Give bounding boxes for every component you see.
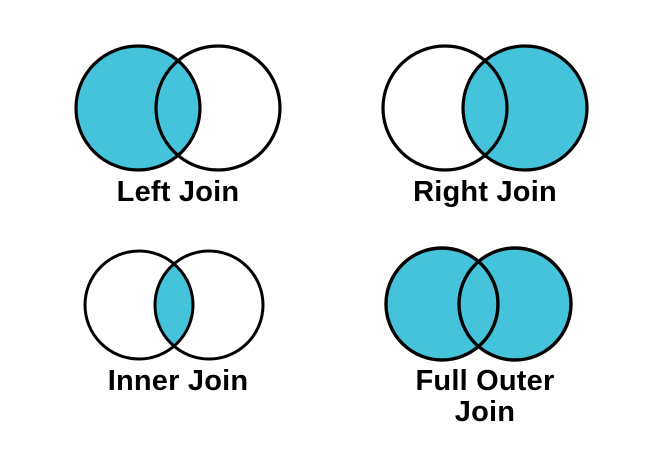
intersection-fill (156, 46, 200, 170)
intersection-fill (463, 46, 507, 170)
left-circle-outline (384, 246, 500, 362)
venn-full-outer-join-svg (384, 246, 573, 362)
right-circle-outline (154, 44, 282, 172)
diagram-inner-join-label: Inner Join (107, 365, 249, 397)
venn-right-join-svg (381, 44, 589, 172)
diagram-inner-join: Inner Join (48, 242, 308, 427)
right-circle-outline (457, 246, 573, 362)
venn-full-outer-join (383, 245, 583, 365)
diagram-right-join: Right Join (355, 36, 615, 226)
right-circle-outline (461, 44, 589, 172)
diagram-right-join-label: Right Join (413, 176, 557, 208)
diagram-full-outer-join-label: Full Outer Join (415, 365, 555, 429)
left-circle-outline (74, 44, 202, 172)
venn-inner-join (82, 247, 268, 363)
intersection-fill (155, 251, 193, 359)
diagram-left-join: Left Join (48, 36, 308, 226)
diagram-left-join-label: Left Join (116, 176, 240, 208)
left-circle-outline (83, 249, 195, 361)
right-circle-outline (153, 249, 265, 361)
intersection-fill (459, 248, 498, 360)
venn-left-join-svg (74, 44, 282, 172)
venn-right-join (379, 41, 591, 175)
diagram-full-outer-join: Full Outer Join (355, 242, 615, 457)
venn-left-join (72, 41, 284, 175)
venn-inner-join-svg (83, 249, 265, 361)
left-circle-outline (381, 44, 509, 172)
